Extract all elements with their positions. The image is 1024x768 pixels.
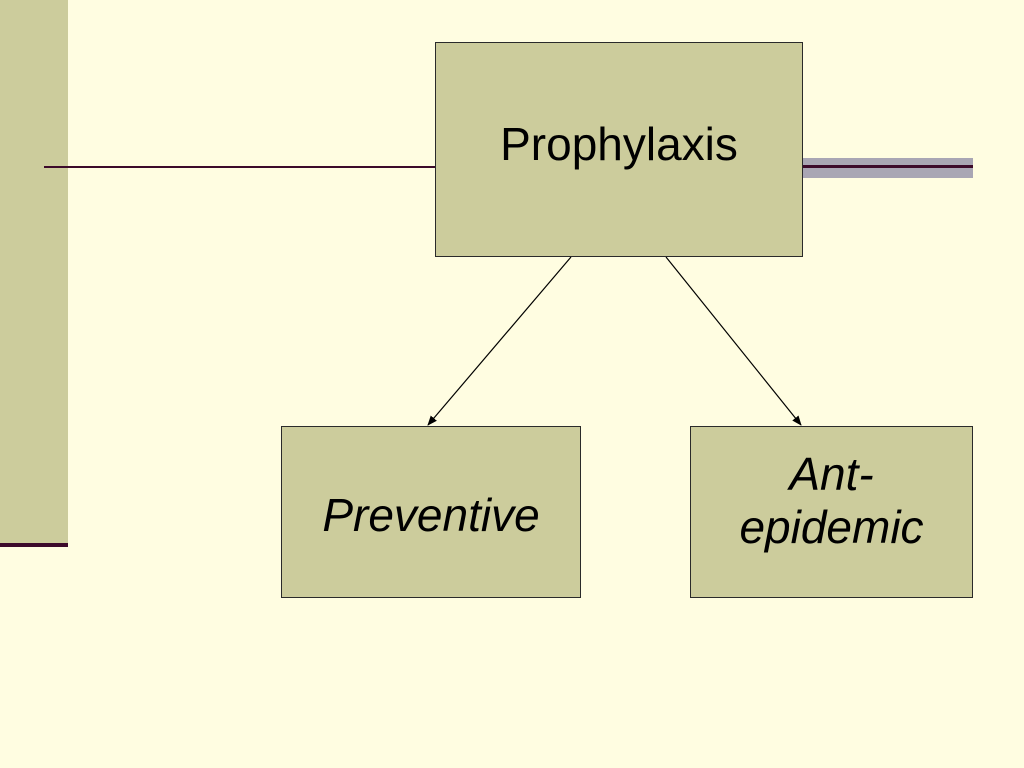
stripe-band-bottom bbox=[803, 168, 973, 178]
node-preventive-label: Preventive bbox=[322, 488, 540, 541]
left-accent-bar bbox=[0, 0, 68, 543]
arrow-to-ant-epidemic bbox=[665, 256, 802, 426]
left-accent-underline bbox=[0, 543, 68, 547]
arrow-to-preventive bbox=[427, 256, 572, 426]
stripe-band-line bbox=[803, 165, 973, 168]
right-decorative-stripe bbox=[803, 158, 973, 180]
node-preventive: Preventive bbox=[281, 426, 581, 598]
stripe-band-top bbox=[803, 158, 973, 165]
node-prophylaxis-label: Prophylaxis bbox=[500, 118, 738, 171]
title-rule bbox=[44, 166, 435, 168]
node-ant-epidemic: Ant-epidemic bbox=[690, 426, 973, 598]
node-ant-epidemic-label: Ant-epidemic bbox=[739, 448, 924, 553]
node-prophylaxis: Prophylaxis bbox=[435, 42, 803, 257]
